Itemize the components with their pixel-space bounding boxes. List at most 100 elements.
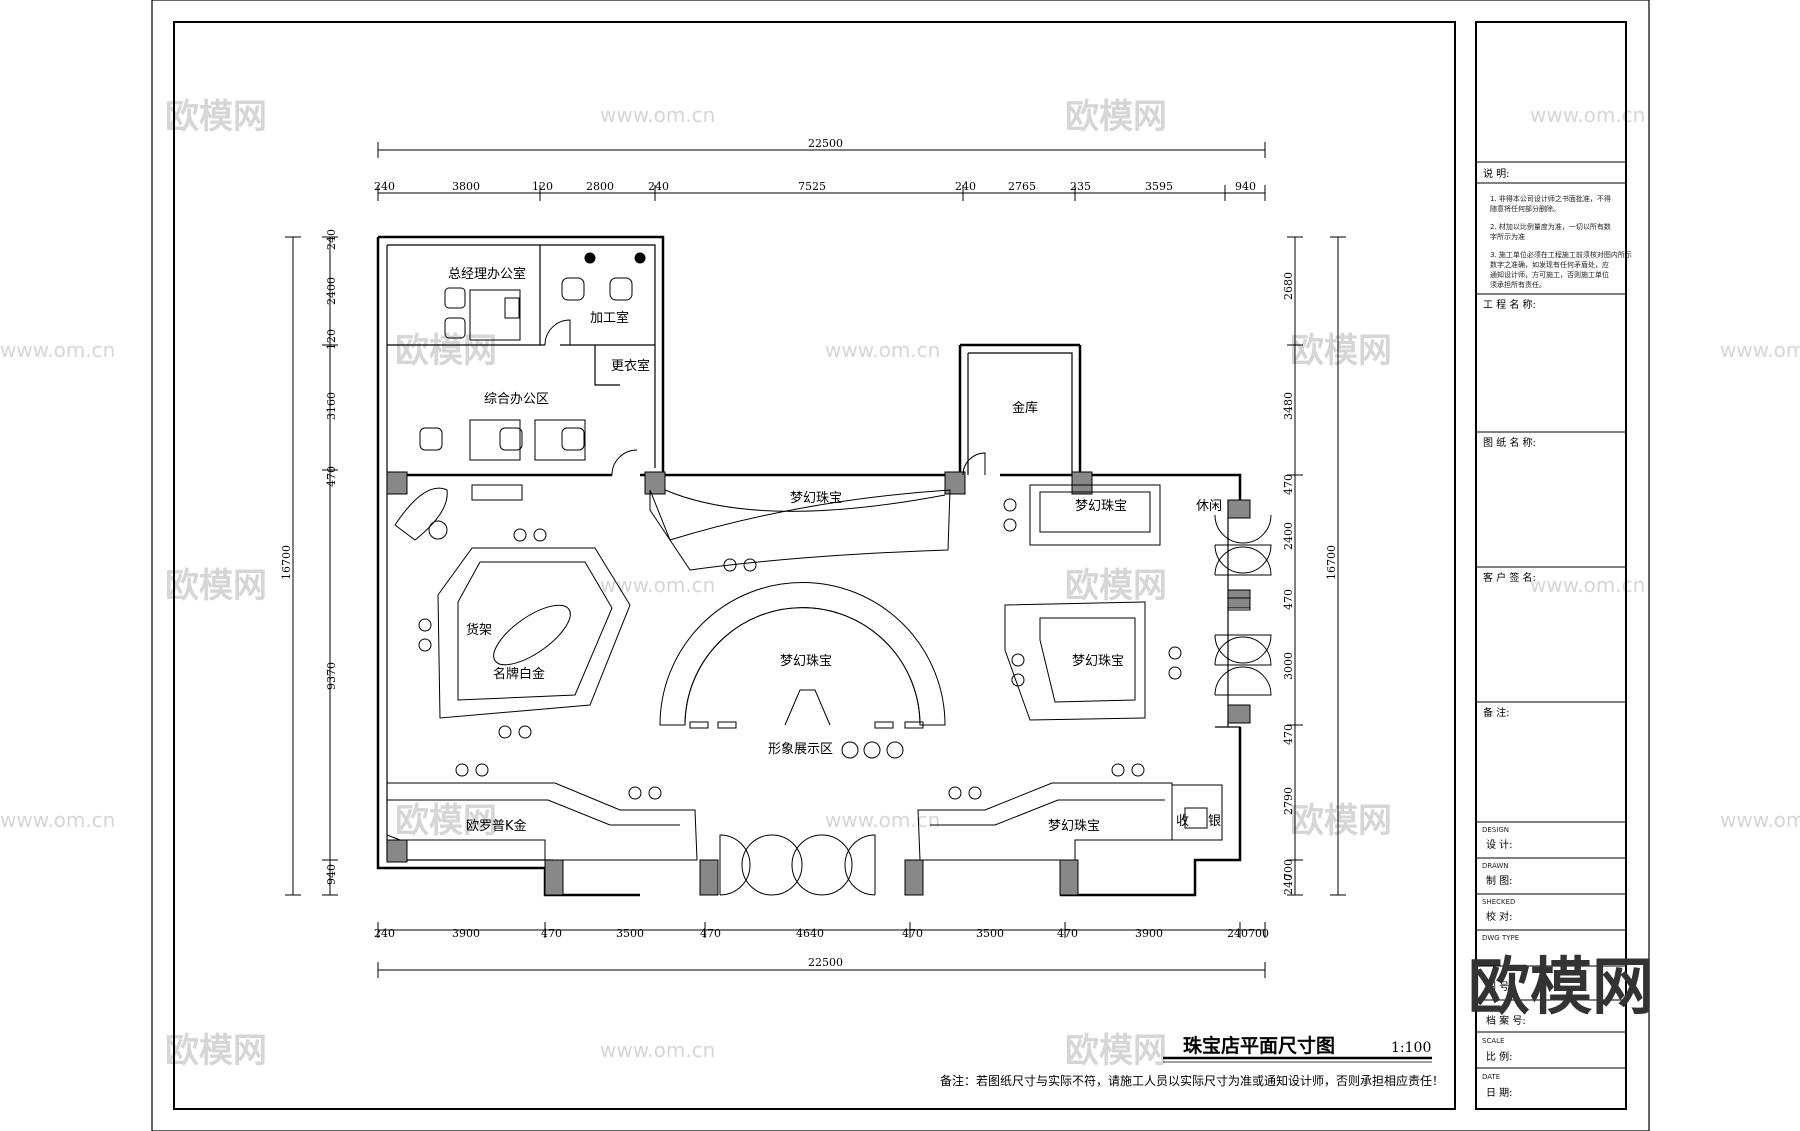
note-3d: 须承担所有责任。 [1490,280,1546,289]
note-3b: 数字之准确，如发现有任何矛盾处，应 [1490,260,1609,269]
dim-right-total: 16700 [1325,545,1338,580]
room-dream-bottom-right: 梦幻珠宝 [1048,819,1100,834]
dim-bottom-9: 470 [1057,927,1078,940]
columns [386,471,1251,896]
watermark-logo: 欧模网 [165,566,267,606]
room-labels: 总经理办公室 加工室 更衣室 综合办公区 金库 休闲 梦幻珠宝 梦幻珠宝 梦幻珠… [448,266,1222,834]
room-gm-office: 总经理办公室 [448,266,526,282]
watermark-url: www.om.cn [600,103,715,127]
sheet-drawing-border [173,21,1456,1110]
dim-top-4: 2800 [586,180,614,193]
dim-top-9: 235 [1070,180,1091,193]
fixtures [386,252,1251,861]
watermark-logo: 欧模网 [165,97,267,137]
title-block: 说 明: 1. 非得本公司设计师之书面批准，不得 随意将任何部分删除。 2. 材… [1475,21,1632,1110]
dim-bottom-3: 470 [541,927,562,940]
dim-left-2: 2400 [325,277,338,305]
watermark-url: www.om.cn [600,573,715,597]
client-sign-label: 客 户 签 名: [1483,571,1536,584]
drawing-title: 珠宝店平面尺寸图 [1183,1034,1335,1057]
watermark-logo: 欧模网 [1065,97,1167,137]
drawing-name-label: 图 纸 名 称: [1483,436,1536,449]
date-en: DATE [1482,1073,1500,1081]
sheet-outer-border [151,0,1650,1131]
dim-bottom-5: 470 [700,927,721,940]
dim-top-8: 2765 [1008,180,1036,193]
watermarks: 欧模网 www.om.cn 欧模网 www.om.cn www.om.cn 欧模… [0,97,1800,1071]
dim-bottom-10: 3900 [1135,927,1163,940]
dwgtype-en: DWG TYPE [1482,934,1519,942]
note-2b: 字所示为准 [1490,232,1525,241]
note-1a: 1. 非得本公司设计师之书面批准，不得 [1490,194,1611,203]
watermark-url: www.om.cn [1530,103,1645,127]
dim-top-11: 940 [1235,180,1256,193]
room-dream-right: 梦幻珠宝 [1072,654,1124,669]
dim-right-10: 240 [1282,874,1295,895]
dim-top-total: 22500 [808,137,843,150]
drawn-en: DRAWN [1482,862,1509,870]
dim-right-6: 3000 [1282,652,1295,680]
watermark-url: www.om.cn [0,808,115,832]
dimension-lines [285,142,1346,978]
room-shelf: 货架 [466,622,492,638]
watermark-url: www.om.cn [0,338,115,362]
dim-right-5: 470 [1282,589,1295,610]
room-image-display: 形象展示区 [768,742,833,757]
dim-left-7: 940 [325,864,338,885]
dim-top-6: 7525 [798,180,826,193]
checked-cn: 校 对: [1486,910,1513,923]
room-europe-k: 欧罗普K金 [466,818,527,834]
watermark-url: www.om.cn [1720,808,1800,832]
dim-left-1: 240 [325,229,338,250]
room-cashier-2: 银 [1208,814,1221,829]
room-office: 综合办公区 [484,392,549,407]
remarks-label: 备 注: [1483,706,1510,719]
dim-right-7: 470 [1282,724,1295,745]
dim-left-4: 3160 [325,392,338,420]
brand-watermark-logo: 欧模网 [1468,950,1654,1023]
dim-bottom-12: 700 [1248,927,1269,940]
project-name-label: 工 程 名 称: [1483,298,1536,311]
room-dream-top-right: 梦幻珠宝 [1075,499,1127,514]
watermark-logo: 欧模网 [1065,1031,1167,1071]
dimension-labels: 22500 240 3800 120 2800 240 7525 240 276… [280,137,1338,969]
dim-bottom-11: 240 [1227,927,1248,940]
watermark-url: www.om.cn [825,338,940,362]
room-cashier-1: 收 [1176,814,1189,829]
scale-en: SCALE [1482,1037,1504,1045]
notes-header: 说 明: [1483,167,1510,180]
dim-bottom-4: 3500 [616,927,644,940]
dim-right-1: 2680 [1282,272,1295,300]
room-brand-platinum: 名牌白金 [493,666,545,682]
dim-left-3: 120 [325,329,338,350]
watermark-logo: 欧模网 [1290,331,1392,371]
dim-top-1: 240 [374,180,395,193]
dim-left-6: 9370 [325,662,338,690]
dim-top-2: 3800 [452,180,480,193]
room-dream-center: 梦幻珠宝 [780,654,832,669]
dim-left-5: 470 [325,466,338,487]
watermark-url: www.om.cn [1720,338,1800,362]
room-changing: 更衣室 [611,358,650,374]
design-en: DESIGN [1482,826,1509,834]
note-3a: 3. 施工单位必须在工程施工前须核对图内所示 [1490,250,1632,259]
dim-top-5: 240 [648,180,669,193]
watermark-url: www.om.cn [825,808,940,832]
drawing-no: 图 号: [1486,981,1513,993]
watermark-logo: 欧模网 [395,801,497,841]
scale-cn: 比 例: [1486,1050,1513,1063]
date-cn: 日 期: [1486,1087,1513,1099]
room-vault: 金库 [1012,400,1038,416]
dim-left-total: 16700 [280,545,293,580]
room-rest: 休闲 [1196,499,1222,514]
dim-bottom-8: 3500 [976,927,1004,940]
watermark-logo: 欧模网 [1290,801,1392,841]
drawn-cn: 制 图: [1486,874,1513,887]
drawing-scale: 1:100 [1391,1040,1431,1056]
dim-bottom-6: 4640 [796,927,824,940]
drawing-note: 备注：若图纸尺寸与实际不符，请施工人员以实际尺寸为准或通知设计师，否则承担相应责… [940,1073,1444,1088]
dim-right-4: 2400 [1282,522,1295,550]
watermark-logo: 欧模网 [165,1031,267,1071]
note-3c: 通知设计师，方可施工，否则施工单位 [1490,270,1609,279]
